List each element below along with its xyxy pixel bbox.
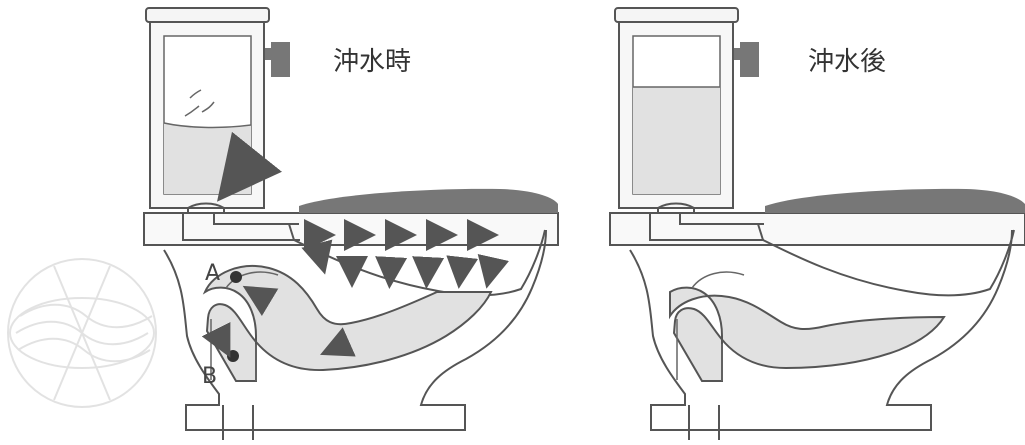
point-b-label: B xyxy=(202,364,217,389)
point-a-label: A xyxy=(205,261,220,286)
after-flush-title: 沖水後 xyxy=(808,47,886,77)
watermark-seal xyxy=(7,258,157,408)
flushing-panel: 沖水時 xyxy=(143,7,559,440)
after-flush-tank xyxy=(614,7,759,213)
flushing-bowl: A B xyxy=(143,188,559,440)
flushing-arrows xyxy=(201,131,509,358)
flushing-tank xyxy=(145,7,290,213)
after-flush-bowl xyxy=(609,188,1025,440)
flushing-title: 沖水時 xyxy=(333,47,411,77)
after-flush-panel: 沖水後 xyxy=(609,7,1025,440)
